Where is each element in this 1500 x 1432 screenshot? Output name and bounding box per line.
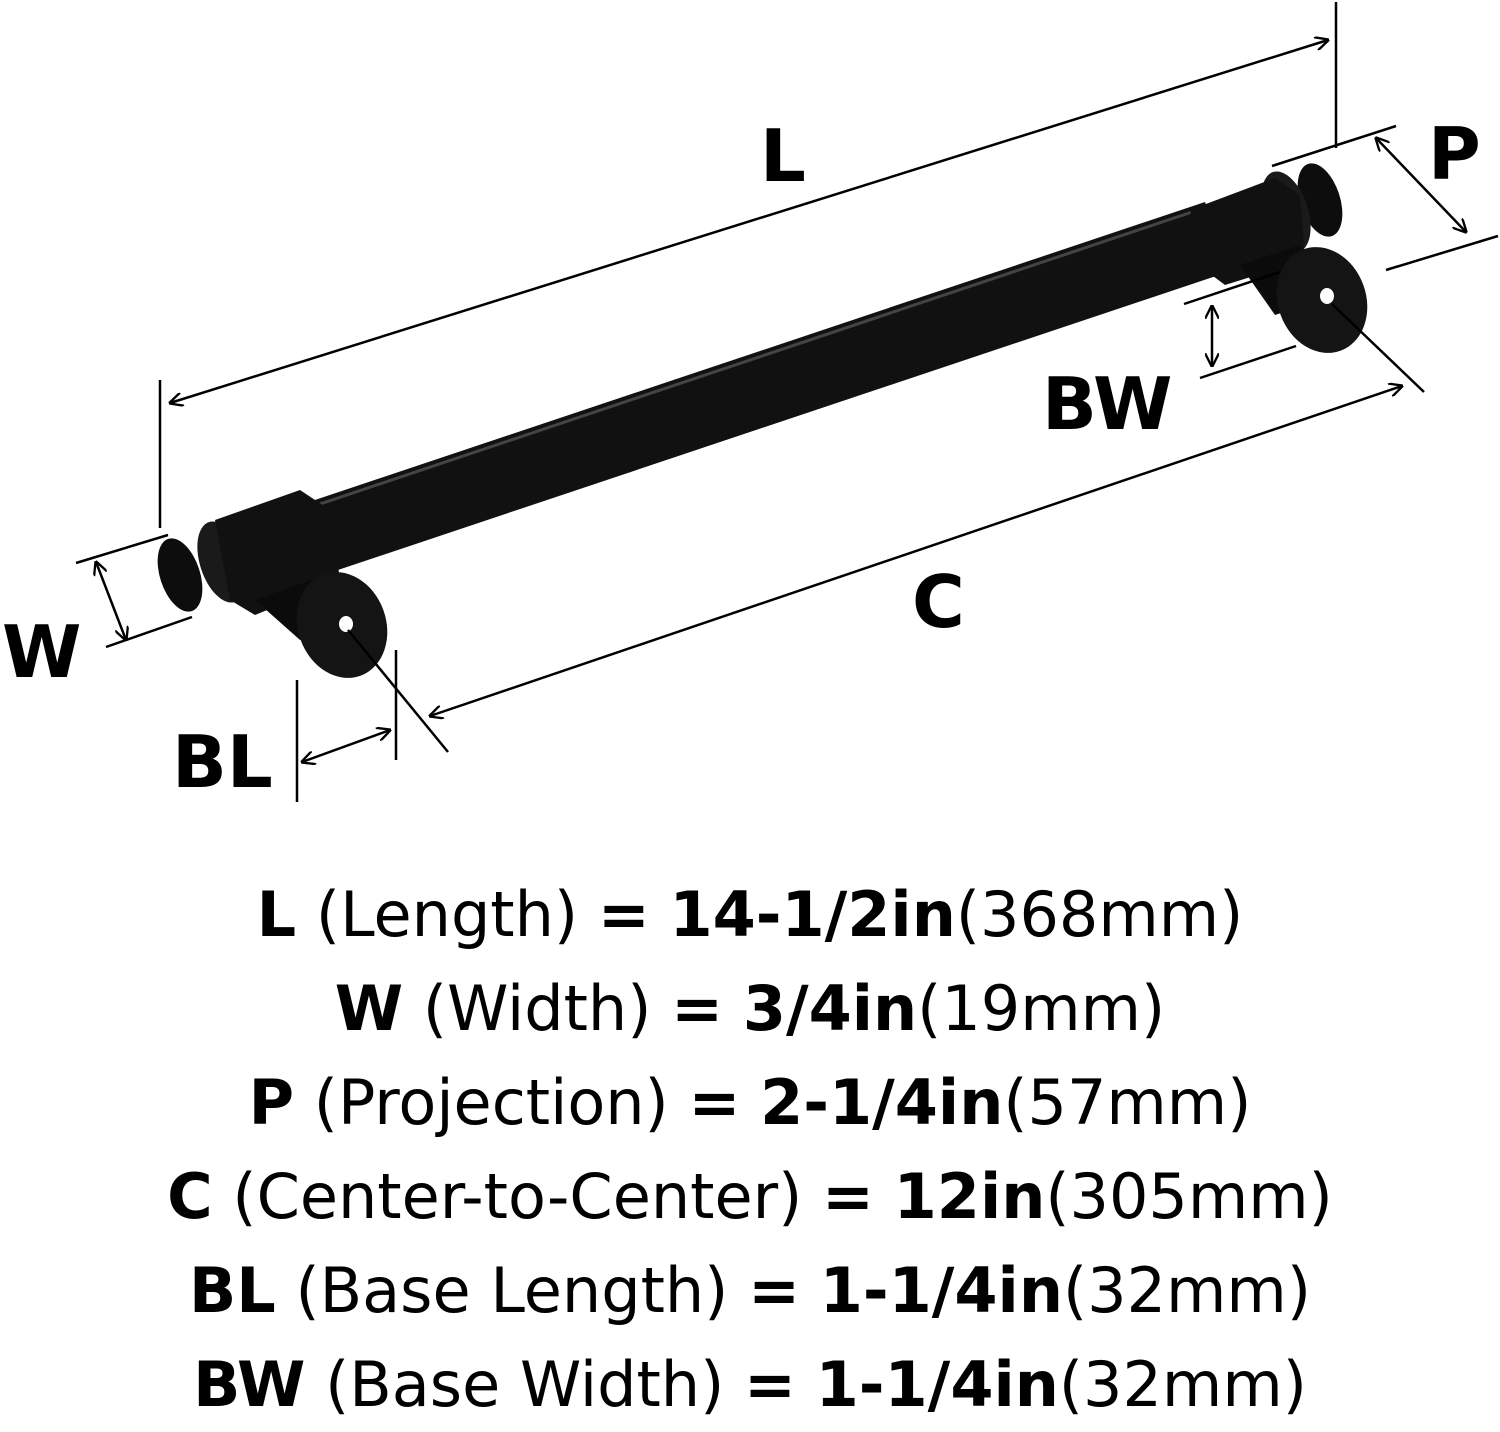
spec-metric-value: (32mm) — [1058, 1348, 1307, 1421]
spec-imperial-value: 12in — [893, 1160, 1046, 1233]
spec-letter: BW — [193, 1348, 306, 1421]
spec-equals: = — [822, 1160, 874, 1233]
cabinet-pull-drawing — [75, 2, 1499, 802]
spec-line: C (Center-to-Center) = 12in(305mm) — [0, 1150, 1500, 1244]
label-length: L — [760, 114, 806, 198]
label-width: W — [2, 610, 82, 694]
spec-description: (Base Width) — [325, 1348, 725, 1421]
spec-letter: W — [334, 972, 404, 1045]
spec-equals: = — [743, 1348, 796, 1421]
spec-description: (Center-to-Center) — [232, 1160, 803, 1233]
spec-equals: = — [748, 1254, 801, 1327]
label-center-to-center: C — [912, 560, 965, 644]
spec-equals: = — [671, 972, 724, 1045]
spec-description: (Projection) — [313, 1066, 669, 1139]
spec-line: BL (Base Length) = 1-1/4in(32mm) — [0, 1244, 1500, 1338]
spec-description: (Width) — [422, 972, 652, 1045]
spec-metric-value: (305mm) — [1045, 1160, 1333, 1233]
spec-line: W (Width) = 3/4in(19mm) — [0, 962, 1500, 1056]
spec-letter: BL — [188, 1254, 276, 1327]
spec-metric-value: (368mm) — [955, 878, 1244, 951]
spec-imperial-value: 2-1/4in — [760, 1066, 1004, 1139]
spec-equals: = — [597, 878, 650, 951]
specifications-list: L (Length) = 14-1/2in(368mm)W (Width) = … — [0, 868, 1500, 1432]
label-projection: P — [1428, 112, 1481, 196]
spec-metric-value: (32mm) — [1062, 1254, 1312, 1327]
spec-letter: C — [167, 1160, 213, 1233]
spec-line: L (Length) = 14-1/2in(368mm) — [0, 868, 1500, 962]
dimension-lines — [75, 2, 1499, 802]
spec-metric-value: (19mm) — [917, 972, 1166, 1045]
spec-equals: = — [688, 1066, 741, 1139]
spec-imperial-value: 14-1/2in — [669, 878, 956, 951]
spec-imperial-value: 3/4in — [742, 972, 918, 1045]
spec-description: (Base Length) — [295, 1254, 729, 1327]
spec-imperial-value: 1-1/4in — [815, 1348, 1059, 1421]
spec-line: BW (Base Width) = 1-1/4in(32mm) — [0, 1338, 1500, 1432]
spec-description: (Length) — [315, 878, 579, 951]
spec-metric-value: (57mm) — [1003, 1066, 1252, 1139]
label-base-length: BL — [172, 720, 273, 804]
left-post — [157, 490, 388, 678]
spec-letter: P — [248, 1066, 295, 1139]
spec-imperial-value: 1-1/4in — [819, 1254, 1063, 1327]
spec-letter: L — [256, 878, 297, 951]
dimension-diagram: L P BW W C BL — [2, 2, 1499, 804]
spec-line: P (Projection) = 2-1/4in(57mm) — [0, 1056, 1500, 1150]
label-base-width: BW — [1042, 362, 1173, 446]
right-post — [1190, 163, 1368, 353]
